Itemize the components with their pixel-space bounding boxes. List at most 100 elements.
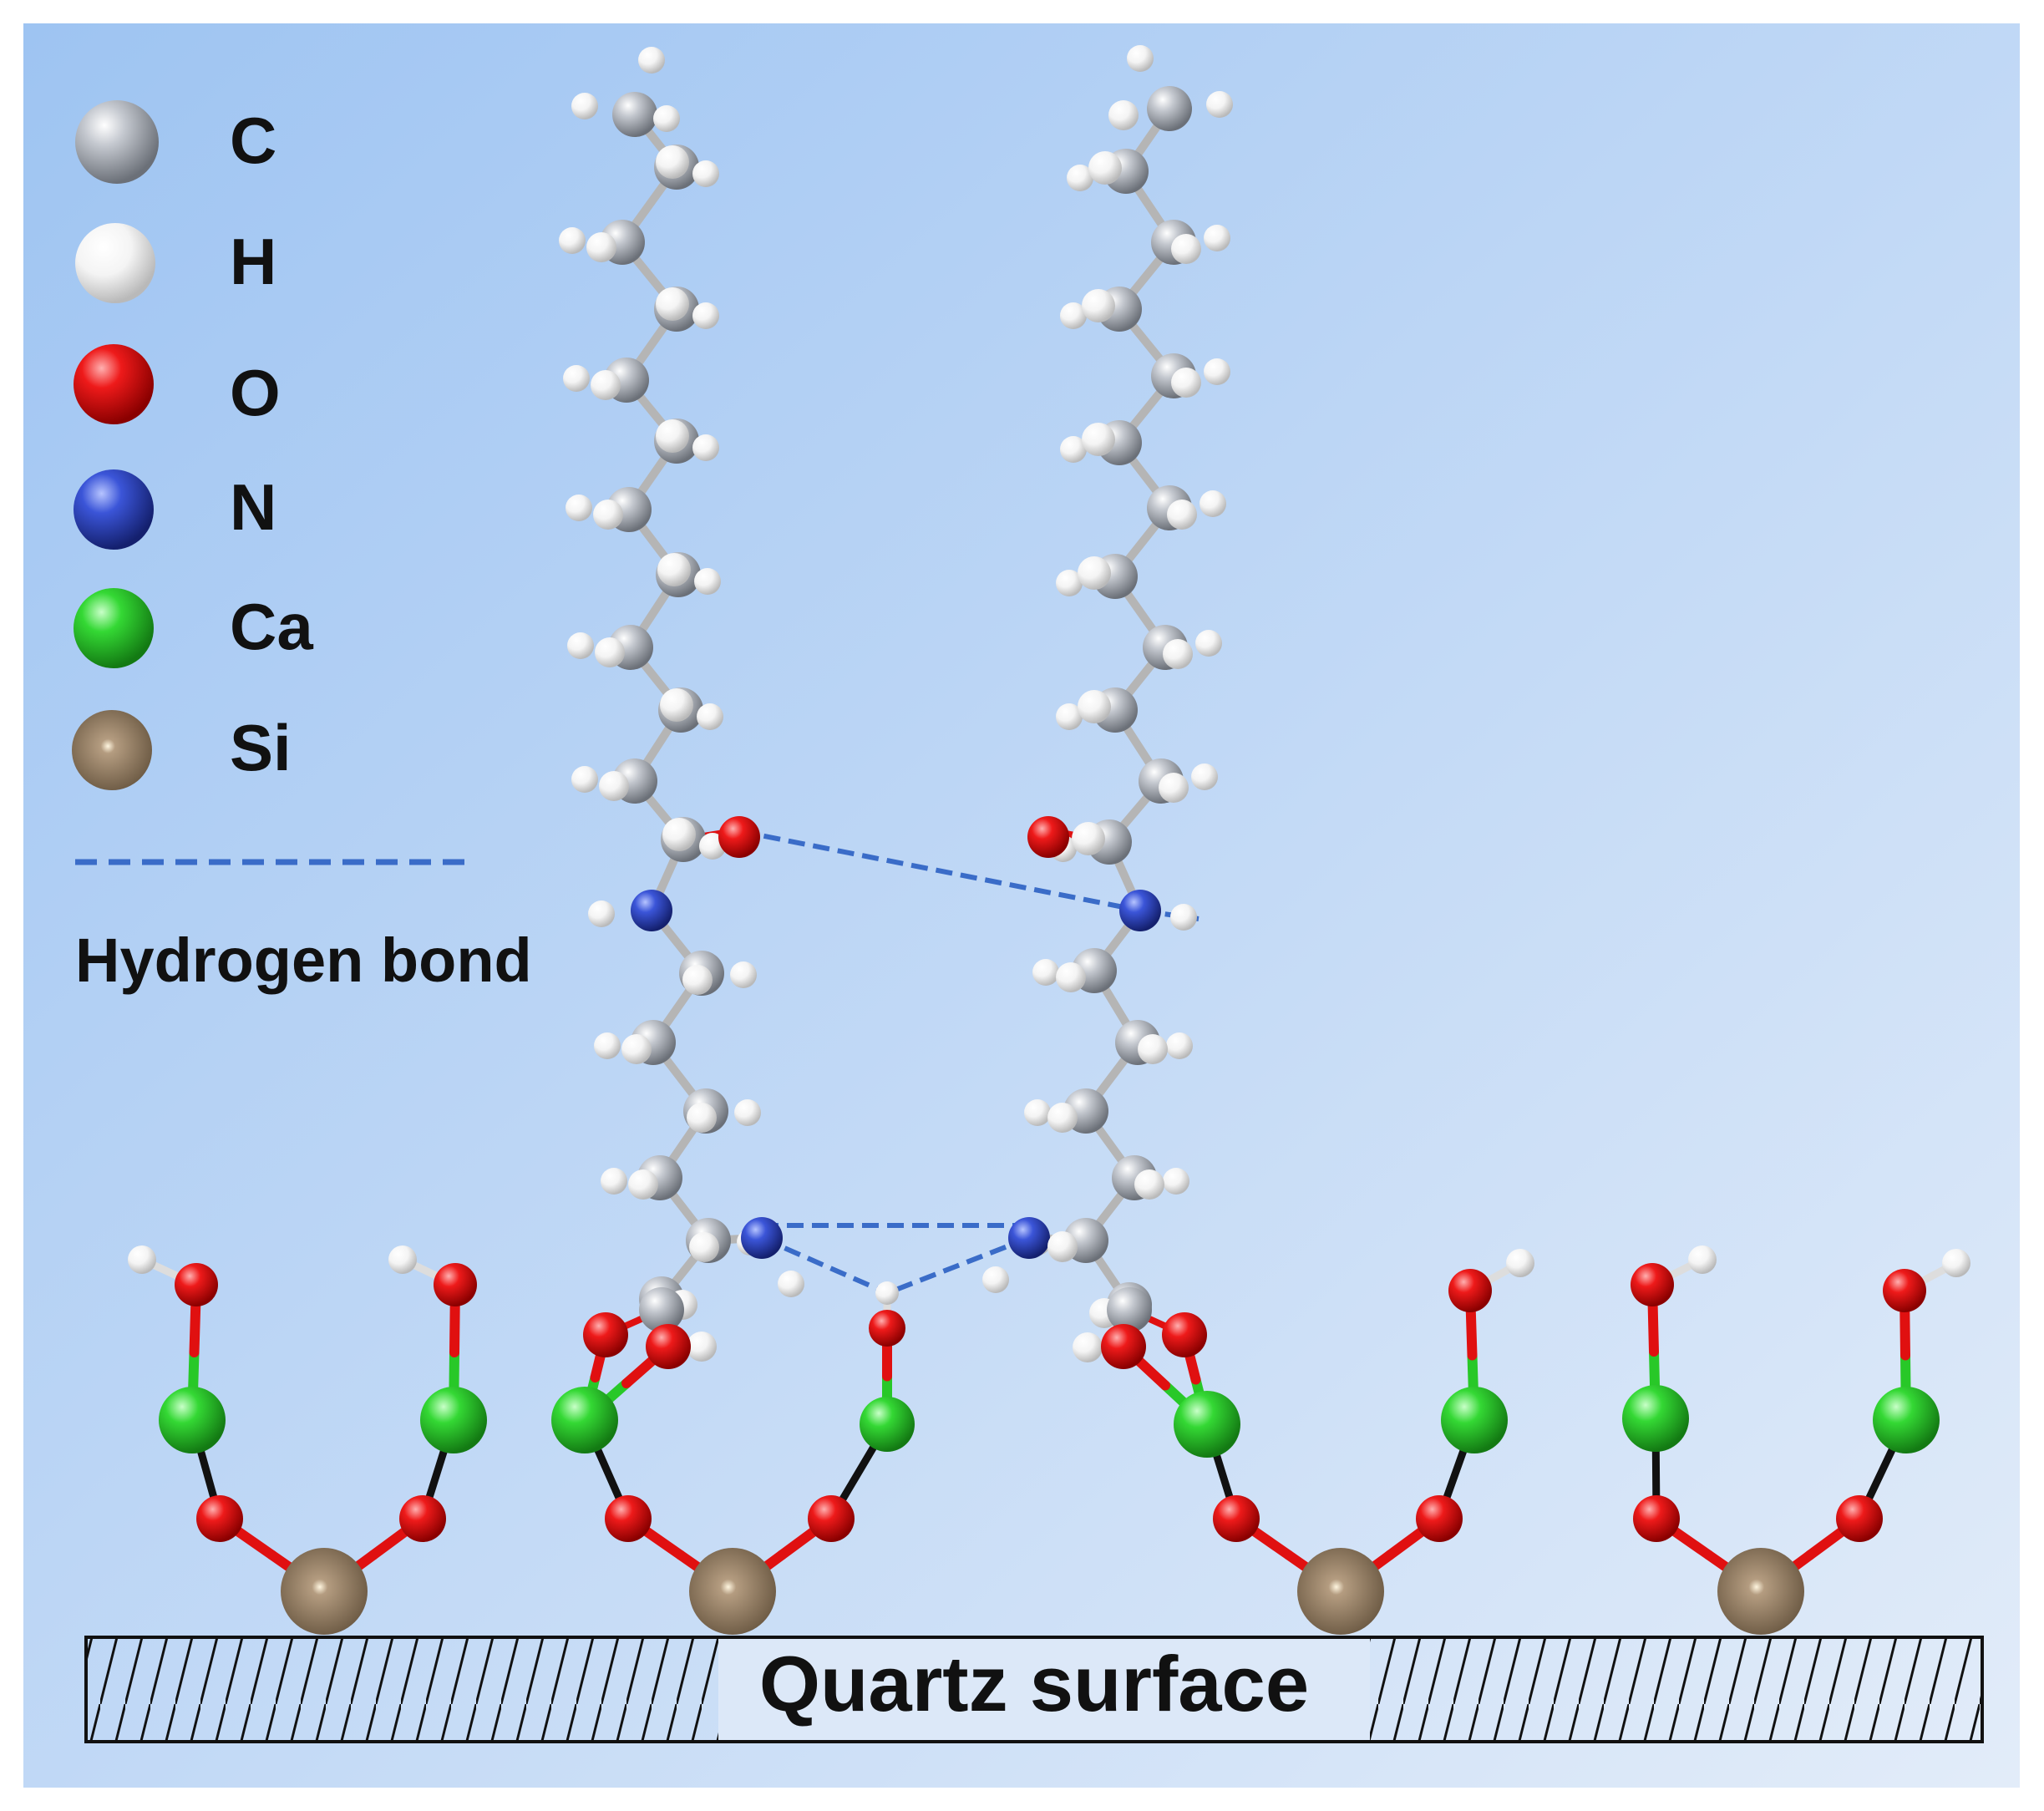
oxygen-atom: [646, 1324, 691, 1369]
hydrogen-atom: [1163, 639, 1193, 669]
legend-label-ca: Ca: [230, 590, 313, 663]
legend-label-h: H: [230, 225, 276, 298]
hydrogen-atom: [687, 1103, 717, 1133]
hydrogen-atom: [1047, 1103, 1078, 1133]
hydrogen-atom: [1067, 165, 1093, 191]
hydrogen-atom: [566, 495, 592, 521]
hydrogen-atom: [1688, 1245, 1717, 1274]
hydrogen-atom: [778, 1271, 804, 1297]
hydrogen-atom: [1204, 358, 1230, 385]
oxygen-atom: [1101, 1324, 1146, 1369]
hydrogen-atom: [656, 287, 689, 321]
hydrogen-atom: [1171, 368, 1201, 398]
hydrogen-atom: [1088, 151, 1122, 185]
hydrogen-atom: [1195, 630, 1222, 657]
hydrogen-atom: [1060, 436, 1087, 463]
hydrogen-atom: [1170, 904, 1197, 931]
legend-label-o: O: [230, 356, 281, 429]
legend-nitrogen-atom-icon: [74, 469, 154, 550]
hydrogen-atom: [1073, 1332, 1103, 1362]
diagram-background: [23, 23, 2020, 1788]
oxygen-atom: [1836, 1495, 1883, 1542]
nitrogen-atom: [631, 890, 672, 931]
atom-layer: [128, 45, 1970, 1635]
legend-label-c: C: [230, 104, 276, 177]
hydrogen-atom: [1191, 763, 1218, 790]
hydrogen-atom: [692, 302, 719, 329]
legend-label-si: Si: [230, 711, 292, 784]
calcium-atom: [159, 1387, 226, 1453]
carbon-atom: [639, 1287, 684, 1332]
oxygen-atom: [605, 1495, 652, 1542]
oxygen-atom: [1213, 1495, 1260, 1542]
hydrogen-bond-line: [738, 829, 1141, 913]
oxygen-atom: [1416, 1495, 1463, 1542]
hydrogen-atom: [1024, 1099, 1051, 1126]
hydrogen-atom: [982, 1266, 1009, 1293]
hydrogen-atom: [875, 1281, 899, 1305]
carbon-atom: [1147, 86, 1192, 131]
hydrogen-atom: [563, 365, 590, 392]
hydrogen-atom: [1167, 500, 1197, 530]
oxygen-atom: [1162, 1312, 1207, 1357]
hydrogen-atom: [638, 47, 665, 74]
hydrogen-atom: [567, 632, 594, 659]
hydrogen-bond-line: [760, 1235, 889, 1296]
quartz-label-box: [718, 1639, 1370, 1740]
hydrogen-atom: [657, 553, 691, 586]
hydrogen-atom: [1060, 302, 1087, 329]
hydrogen-atom: [559, 227, 586, 254]
oxygen-atom: [583, 1312, 628, 1357]
hydrogen-atom: [1056, 703, 1083, 730]
hydrogen-atom: [1056, 570, 1083, 596]
calcium-atom: [551, 1387, 618, 1453]
legend-silicon-atom-icon: [72, 710, 152, 790]
hydrogen-atom: [1108, 100, 1139, 130]
hydrogen-atom: [697, 703, 723, 730]
quartz-surface-label: Quartz surface: [759, 1640, 1309, 1727]
hydrogen-atom: [588, 900, 615, 927]
hydrogen-atom: [734, 1099, 761, 1126]
hydrogen-atom: [1206, 91, 1233, 118]
hydrogen-atom: [595, 637, 625, 667]
oxygen-atom: [1448, 1269, 1492, 1312]
legend-carbon-atom-icon: [75, 100, 159, 184]
silicon-atom: [281, 1548, 368, 1635]
hydrogen-atom: [730, 961, 757, 988]
oxygen-atom: [175, 1263, 218, 1306]
hydrogen-atom: [621, 1034, 652, 1064]
hydrogen-atom: [571, 93, 598, 119]
hydrogen-atom: [692, 434, 719, 461]
hydrogen-atom: [1166, 1032, 1193, 1059]
hydrogen-atom: [660, 688, 693, 722]
hydrogen-atom: [1078, 556, 1111, 590]
hydrogen-atom: [601, 1168, 627, 1195]
oxygen-atom: [808, 1495, 855, 1542]
hydrogen-atom: [656, 145, 689, 179]
hydrogen-atom: [1171, 234, 1201, 264]
hydrogen-atom: [628, 1169, 658, 1200]
hydrogen-atom: [662, 818, 696, 851]
calcium-atom: [1873, 1387, 1940, 1453]
oxygen-atom: [1027, 816, 1069, 858]
legend-hydrogen-atom-icon: [75, 223, 155, 303]
hydrogen-atom: [694, 568, 721, 595]
hydrogen-atom: [689, 1232, 719, 1262]
hydrogen-atom: [571, 766, 598, 793]
calcium-atom: [1622, 1385, 1689, 1452]
hydrogen-atom: [1134, 1169, 1164, 1200]
hydrogen-atom: [682, 965, 713, 995]
hydrogen-atom: [586, 232, 616, 262]
carbon-atom: [1107, 1287, 1152, 1332]
silicon-atom: [1297, 1548, 1384, 1635]
hydrogen-atom: [656, 419, 689, 453]
quartz-surface: Quartz surface: [84, 1636, 1984, 1743]
hydrogen-atom: [388, 1245, 417, 1274]
calcium-atom: [1441, 1387, 1508, 1453]
oxygen-atom: [434, 1263, 477, 1306]
legend-oxygen-atom-icon: [74, 344, 154, 424]
hydrogen-atom: [692, 160, 719, 187]
hydrogen-atom: [1163, 1168, 1189, 1195]
nitrogen-atom: [1119, 890, 1161, 931]
